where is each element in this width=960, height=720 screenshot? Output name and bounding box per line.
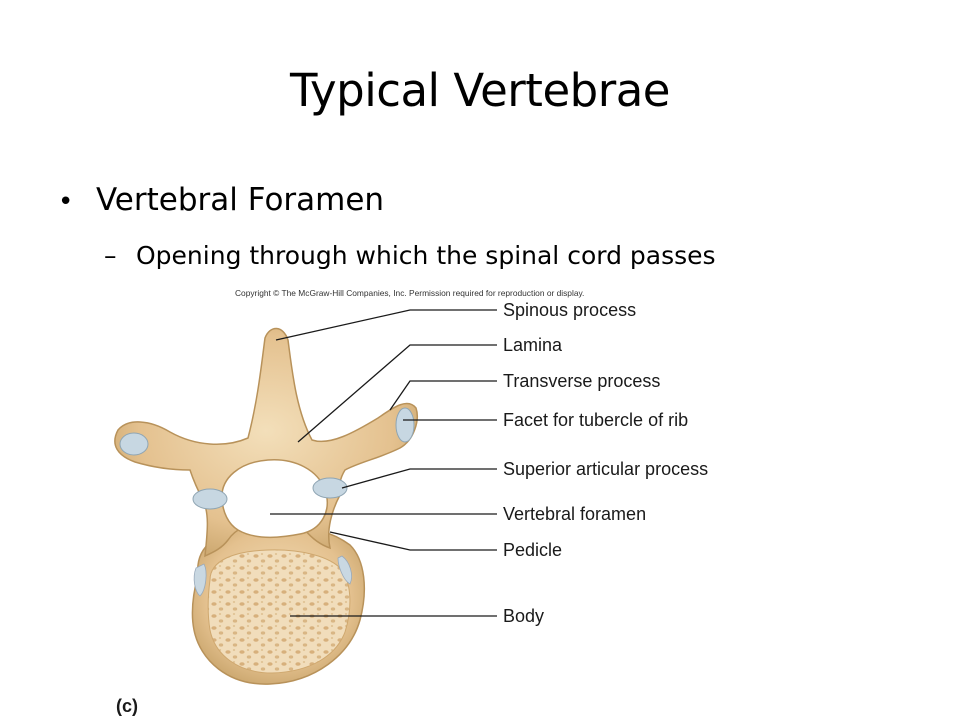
leader-lines [270, 309, 497, 617]
bullet-vertebral-foramen: • Vertebral Foramen [58, 178, 384, 224]
label-facet-tubercle: Facet for tubercle of rib [503, 410, 688, 430]
leader-transverse-process [389, 380, 497, 411]
label-vertebral-foramen: Vertebral foramen [503, 504, 646, 524]
bullet-marker: • [58, 187, 74, 217]
label-superior-articular: Superior articular process [503, 459, 708, 479]
leader-pedicle [329, 531, 497, 551]
leader-lamina [297, 344, 497, 443]
sub-bullet-text: Opening through which the spinal cord pa… [136, 241, 716, 270]
leader-superior-articular [341, 468, 497, 489]
sub-bullet-marker: – [104, 241, 117, 270]
vertebral-arch-shape [114, 327, 418, 558]
label-lamina: Lamina [503, 335, 563, 355]
bullet-text: Vertebral Foramen [96, 182, 385, 218]
label-spinous-process: Spinous process [503, 300, 636, 320]
copyright-notice: Copyright © The McGraw-Hill Companies, I… [235, 288, 585, 298]
facet-shapes [119, 407, 415, 510]
slide-title: Typical Vertebrae [290, 64, 670, 117]
label-pedicle: Pedicle [503, 540, 562, 560]
vertebral-body-shape [191, 525, 366, 685]
leader-spinous-process [275, 309, 497, 341]
panel-label: (c) [116, 696, 138, 716]
label-body: Body [503, 606, 544, 626]
sub-bullet: –Opening through which the spinal cord p… [104, 237, 716, 275]
label-transverse-process: Transverse process [503, 371, 660, 391]
